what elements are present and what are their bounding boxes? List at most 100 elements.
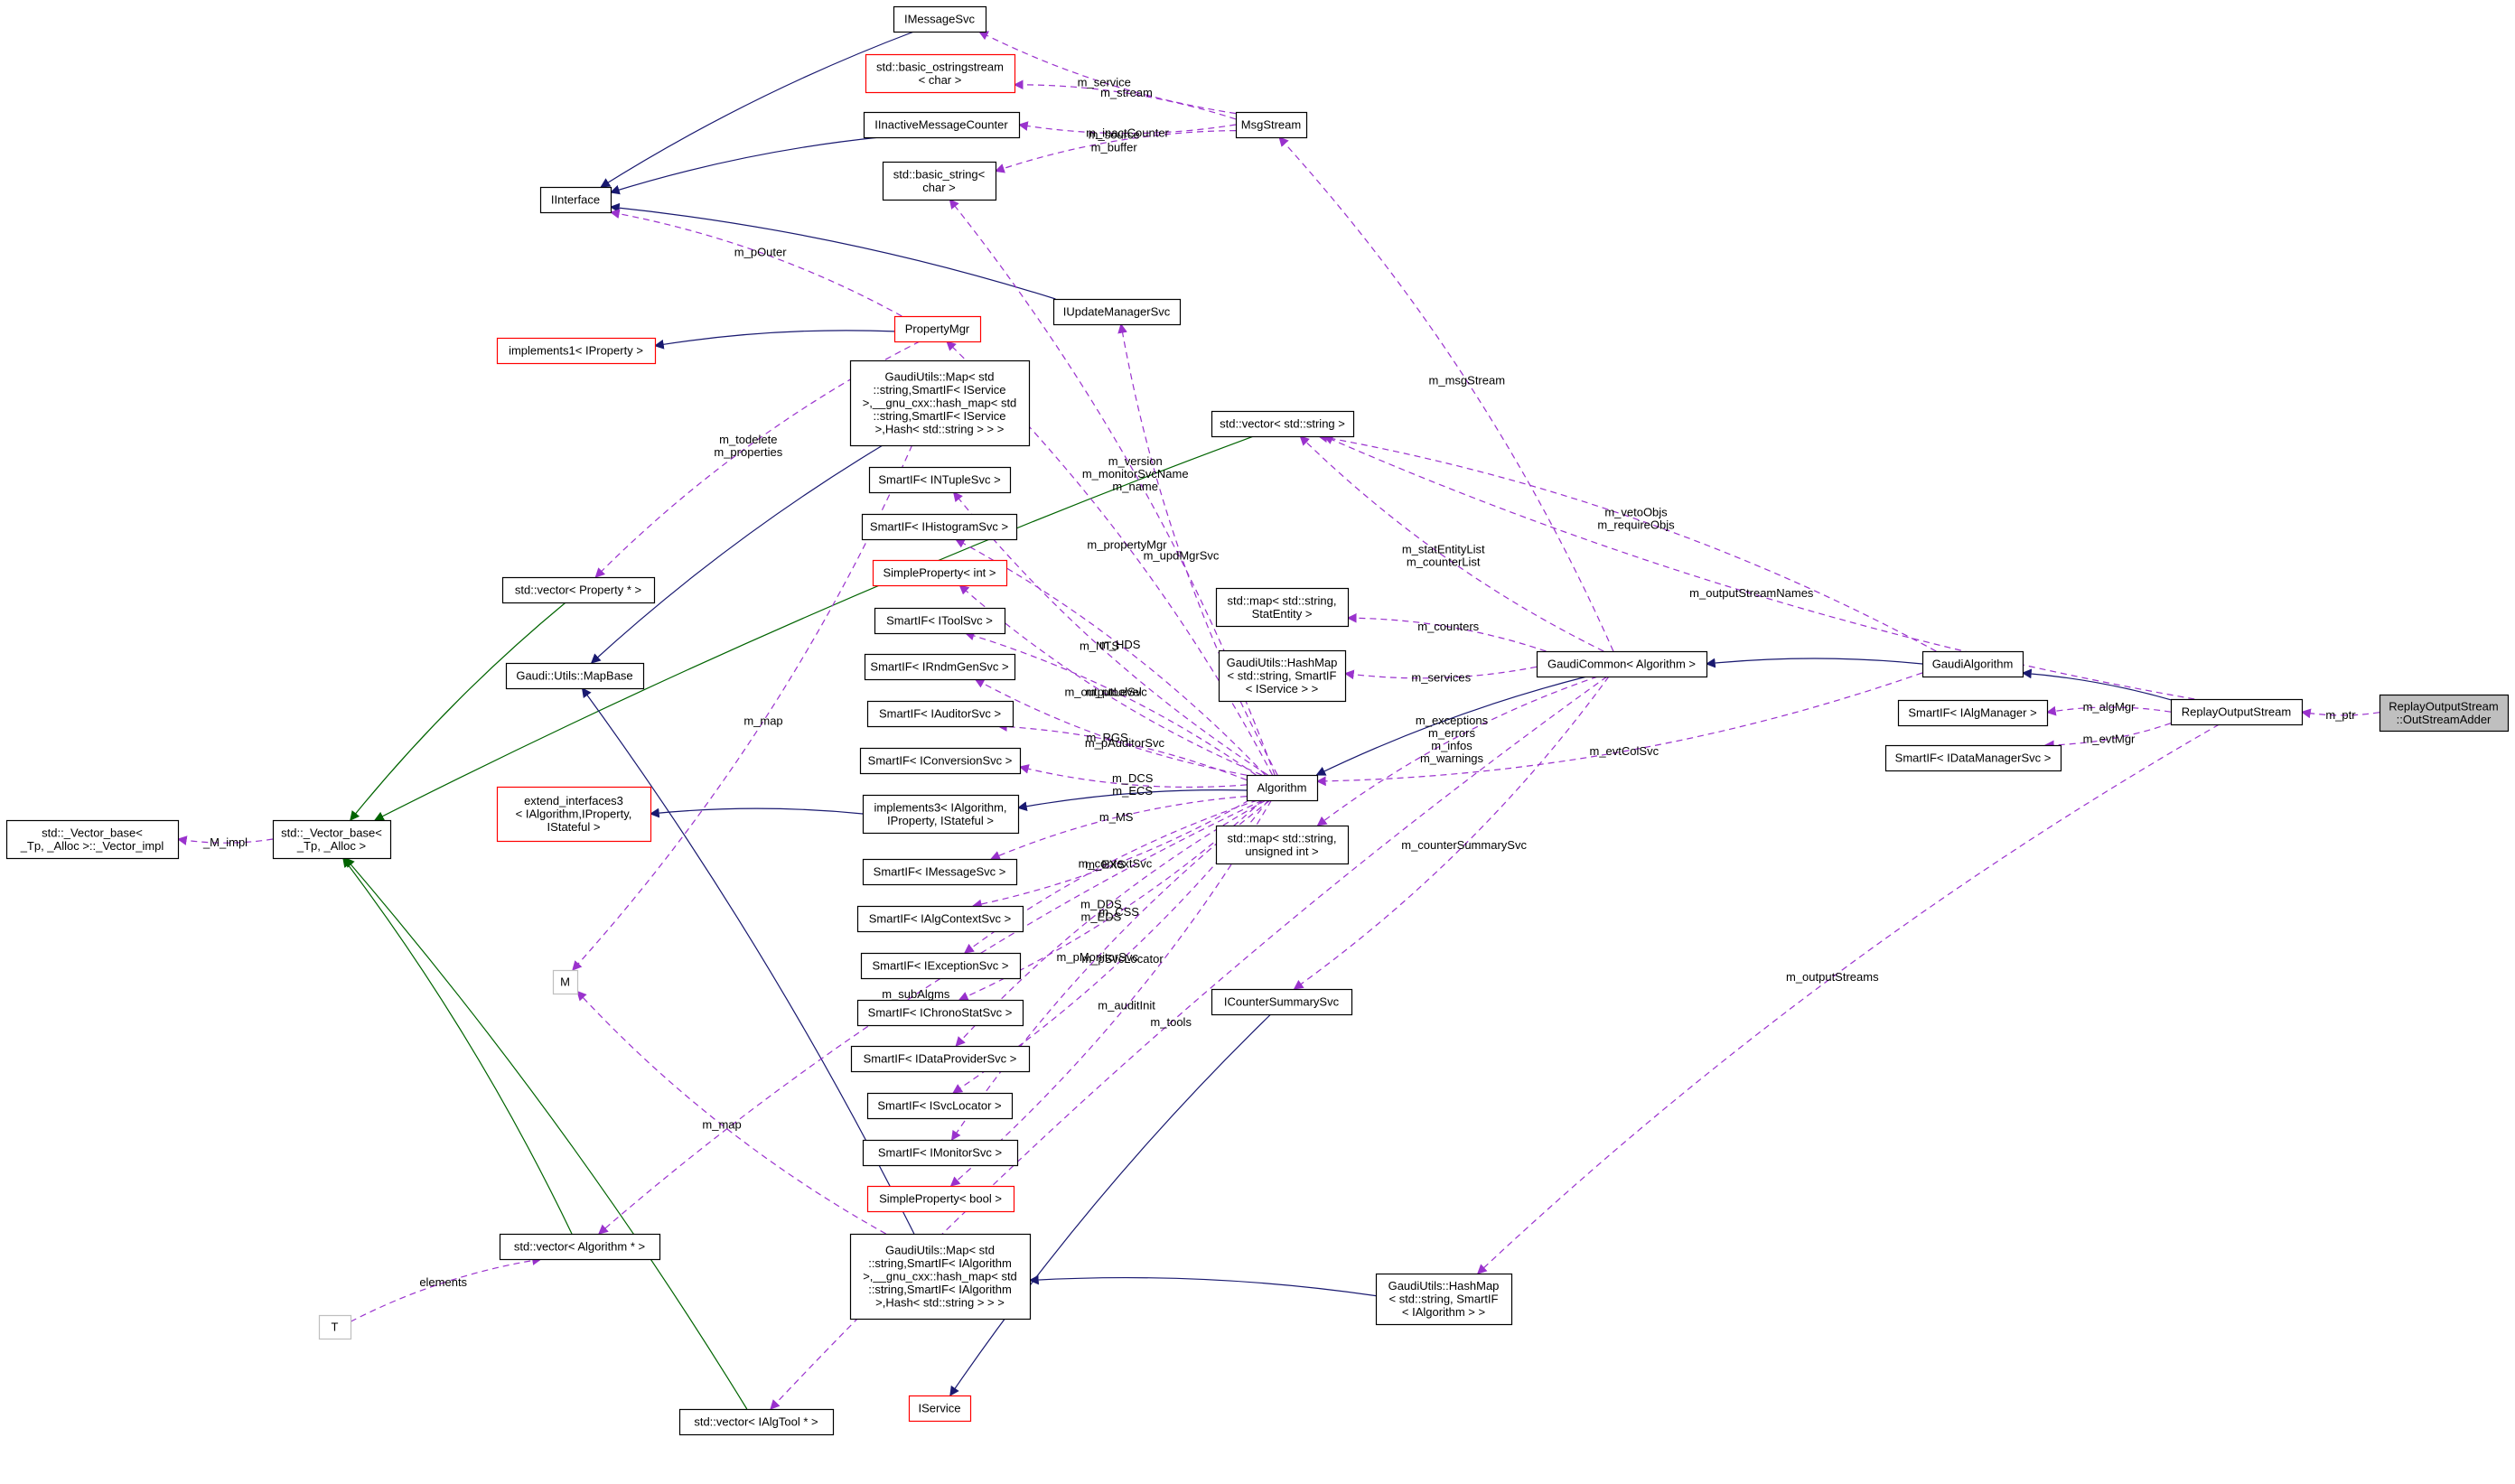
node-smart-if-ihistogram-svc[interactable]: SmartIF< IHistogramSvc >: [861, 513, 1018, 541]
edge-gaudi-utils-map-iservice-to-map-base: [590, 444, 884, 664]
node-label: IUpdateManagerSvc: [1063, 305, 1171, 319]
node-hash-map-ialgorithm[interactable]: GaudiUtils::HashMap< std::string, SmartI…: [1375, 1273, 1513, 1326]
node-vector-ialg-tool[interactable]: std::vector< IAlgTool * >: [678, 1408, 835, 1436]
edge-vector-base-to-vector-base-impl: [176, 835, 274, 845]
node-label: SmartIF< IHistogramSvc >: [870, 520, 1008, 534]
node-box: [856, 999, 1024, 1027]
node-vector-base[interactable]: std::_Vector_base<_Tp, _Alloc >: [272, 819, 392, 860]
node-map-stat-entity[interactable]: std::map< std::string,StatEntity >: [1215, 587, 1350, 628]
node-smart-if-ialg-context-svc[interactable]: SmartIF< IAlgContextSvc >: [856, 905, 1024, 933]
node-out-stream-adder[interactable]: ReplayOutputStream::OutStreamAdder: [2379, 694, 2510, 733]
node-label: implements1< IProperty >: [509, 344, 643, 358]
node-simple-property-bool[interactable]: SimpleProperty< bool >: [866, 1185, 1015, 1213]
edge-label: m_counters: [1417, 620, 1479, 633]
node-label: < IAlgorithm > >: [1402, 1305, 1485, 1319]
node-algorithm[interactable]: Algorithm: [1246, 774, 1319, 802]
node-vector-property[interactable]: std::vector< Property * >: [501, 576, 656, 604]
node-extend-interfaces3[interactable]: extend_interfaces3< IAlgorithm,IProperty…: [496, 786, 652, 843]
node-label: < IService > >: [1246, 682, 1319, 695]
node-gaudi-utils-map-iservice[interactable]: GaudiUtils::Map< std::string,SmartIF< IS…: [849, 359, 1031, 447]
edge-algorithm-to-implements3: [1016, 789, 1248, 812]
node-iinactive-message-counter[interactable]: IInactiveMessageCounter: [863, 111, 1021, 139]
node-box: [1246, 774, 1319, 802]
node-label: SmartIF< IAlgContextSvc >: [869, 912, 1012, 926]
node-vector-string[interactable]: std::vector< std::string >: [1211, 410, 1355, 438]
node-box: [5, 819, 180, 860]
node-box: [864, 653, 1016, 681]
node-icounter-summary-svc[interactable]: ICounterSummarySvc: [1211, 988, 1353, 1016]
edge-imessage-svc-to-iinterface: [600, 31, 915, 188]
node-gaudi-algorithm[interactable]: GaudiAlgorithm: [1921, 650, 2024, 678]
node-label: extend_interfaces3: [524, 794, 623, 807]
node-imessage-svc[interactable]: IMessageSvc: [893, 5, 987, 33]
node-label: IStateful >: [547, 820, 601, 834]
edge-label: m_exceptions: [1416, 714, 1489, 727]
node-box: [1211, 988, 1353, 1016]
node-box: [1215, 587, 1350, 628]
node-label: unsigned int >: [1245, 845, 1318, 858]
node-smart-if-intuple-svc[interactable]: SmartIF< INTupleSvc >: [868, 466, 1012, 494]
edge-algorithm-to-simple-property-int: [958, 584, 1262, 776]
node-label: >,Hash< std::string > > >: [875, 423, 1005, 436]
node-box: [893, 5, 987, 33]
node-smart-if-irndm-gen-svc[interactable]: SmartIF< IRndmGenSvc >: [864, 653, 1016, 681]
node-smart-if-idata-manager-svc[interactable]: SmartIF< IDataManagerSvc >: [1884, 744, 2062, 772]
node-label: std::_Vector_base<: [42, 826, 143, 839]
node-property-mgr[interactable]: PropertyMgr: [893, 315, 982, 343]
node-smart-if-iconversion-svc[interactable]: SmartIF< IConversionSvc >: [859, 747, 1022, 775]
edge-vector-string-to-vector-base: [374, 435, 1254, 821]
node-label: SmartIF< IChronoStatSvc >: [868, 1006, 1013, 1020]
node-basic-string[interactable]: std::basic_string<char >: [882, 161, 997, 201]
edge-t-to-vector-algorithm: [350, 1255, 542, 1322]
node-simple-property-int[interactable]: SimpleProperty< int >: [872, 559, 1008, 587]
node-gaudi-common[interactable]: GaudiCommon< Algorithm >: [1536, 650, 1708, 678]
edge-gaudi-algorithm-to-algorithm: [1315, 672, 1923, 787]
edge-labels-layer: m_servicem_streamm_inactCounterm_sourcem…: [202, 76, 2356, 1290]
node-vector-base-impl[interactable]: std::_Vector_base<_Tp, _Alloc >::_Vector…: [5, 819, 180, 860]
node-box: [865, 53, 1016, 94]
edge-gaudi-common-to-msg-stream: [1278, 136, 1614, 652]
node-smart-if-imonitor-svc[interactable]: SmartIF< IMonitorSvc >: [862, 1139, 1019, 1167]
edges-layer: [176, 31, 2380, 1410]
edge-msg-stream-to-imessage-svc: [977, 31, 1237, 115]
node-smart-if-ialg-manager[interactable]: SmartIF< IAlgManager >: [1897, 699, 2049, 727]
node-box: [893, 315, 982, 343]
node-label: SmartIF< IDataProviderSvc >: [864, 1052, 1017, 1066]
node-iupdate-manager-svc[interactable]: IUpdateManagerSvc: [1052, 298, 1182, 326]
node-label: MsgStream: [1241, 118, 1301, 132]
node-label: SmartIF< IExceptionSvc >: [872, 959, 1008, 973]
node-box: [868, 466, 1012, 494]
node-hash-map-iservice[interactable]: GaudiUtils::HashMap< std::string, SmartI…: [1218, 649, 1347, 703]
node-iservice[interactable]: IService: [908, 1395, 972, 1423]
edge-label: m_todelete: [719, 433, 777, 446]
node-label: implements3< IAlgorithm,: [874, 800, 1006, 814]
edge-label: m_updMgrSvc: [1144, 548, 1220, 562]
node-m[interactable]: M: [552, 969, 579, 995]
node-box: [850, 1045, 1031, 1073]
node-map-base[interactable]: Gaudi::Utils::MapBase: [505, 662, 645, 690]
node-t[interactable]: T: [318, 1314, 352, 1340]
node-implements1-iproperty[interactable]: implements1< IProperty >: [496, 337, 657, 365]
node-smart-if-idata-provider-svc[interactable]: SmartIF< IDataProviderSvc >: [850, 1045, 1031, 1073]
node-smart-if-itool-svc[interactable]: SmartIF< IToolSvc >: [874, 607, 1006, 635]
node-implements3[interactable]: implements3< IAlgorithm,IProperty, IStat…: [862, 794, 1020, 835]
node-map-uint[interactable]: std::map< std::string,unsigned int >: [1215, 825, 1350, 865]
node-smart-if-ichrono-stat-svc[interactable]: SmartIF< IChronoStatSvc >: [856, 999, 1024, 1027]
node-label: IInactiveMessageCounter: [874, 118, 1008, 132]
node-label: std::map< std::string,: [1227, 593, 1336, 607]
node-smart-if-iexception-svc[interactable]: SmartIF< IExceptionSvc >: [860, 952, 1022, 980]
node-smart-if-imessage-svc[interactable]: SmartIF< IMessageSvc >: [862, 858, 1018, 886]
node-box: [1884, 744, 2062, 772]
node-iinterface[interactable]: IInterface: [539, 186, 612, 214]
node-gaudi-utils-map-ialgorithm[interactable]: GaudiUtils::Map< std::string,SmartIF< IA…: [849, 1233, 1032, 1321]
edge-replay-output-stream-to-vector-string: [1323, 434, 2195, 700]
node-replay-output-stream[interactable]: ReplayOutputStream: [2170, 698, 2304, 726]
node-msg-stream[interactable]: MsgStream: [1235, 111, 1308, 139]
edge-label: m_outputStreamNames: [1689, 586, 1814, 600]
node-vector-algorithm[interactable]: std::vector< Algorithm * >: [499, 1233, 661, 1261]
node-box: [856, 905, 1024, 933]
node-smart-if-isvc-locator[interactable]: SmartIF< ISvcLocator >: [866, 1092, 1014, 1120]
node-basic-ostringstream[interactable]: std::basic_ostringstream< char >: [865, 53, 1016, 94]
edge-gaudi-common-to-map-uint: [1316, 676, 1598, 826]
node-smart-if-iauditor-svc[interactable]: SmartIF< IAuditorSvc >: [866, 700, 1014, 728]
